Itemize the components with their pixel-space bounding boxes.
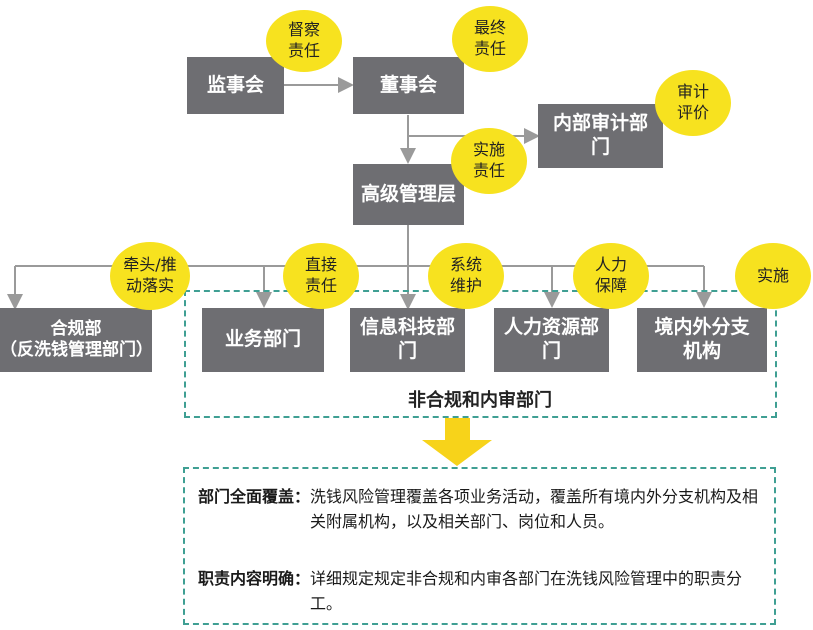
- tag-hr-guarantee: 人力保障: [573, 243, 649, 309]
- node-internal-audit: 内部审计部门: [538, 104, 663, 168]
- tag-lead: 牵头/推动落实: [110, 242, 190, 310]
- group-label: 非合规和内审部门: [408, 390, 552, 411]
- down-arrow: [422, 418, 492, 466]
- responsibility-text: 详细规定规定非合规和内审各部门在洗钱风险管理中的职责分工。: [310, 569, 743, 613]
- tag-execute: 实施: [735, 243, 811, 309]
- info-row-coverage: 部门全面覆盖： 洗钱风险管理覆盖各项业务活动，覆盖所有境内外分支机构及相关附属机…: [198, 484, 768, 534]
- tag-supervise: 督察责任: [266, 10, 342, 72]
- tag-audit-eval: 审计评价: [655, 70, 731, 136]
- node-business: 业务部门: [202, 308, 324, 372]
- node-hr: 人力资源部门: [494, 308, 609, 372]
- coverage-text: 洗钱风险管理覆盖各项业务活动，覆盖所有境内外分支机构及相关附属机构，以及相关部门…: [310, 487, 759, 531]
- info-row-responsibility: 职责内容明确： 详细规定规定非合规和内审各部门在洗钱风险管理中的职责分工。: [198, 566, 768, 616]
- node-senior-mgmt: 高级管理层: [353, 164, 464, 225]
- coverage-title: 部门全面覆盖：: [198, 487, 311, 506]
- tag-implement: 实施责任: [451, 128, 527, 194]
- tag-final: 最终责任: [452, 6, 528, 72]
- node-supervisory-board: 监事会: [187, 57, 284, 114]
- info-box: [183, 467, 776, 625]
- tag-system: 系统维护: [428, 243, 504, 309]
- node-it: 信息科技部门: [350, 308, 465, 372]
- node-board: 董事会: [353, 57, 464, 114]
- node-compliance: 合规部 （反洗钱管理部门）: [0, 308, 153, 372]
- node-branches: 境内外分支机构: [637, 308, 767, 372]
- responsibility-title: 职责内容明确：: [198, 569, 311, 588]
- tag-direct: 直接责任: [283, 243, 359, 309]
